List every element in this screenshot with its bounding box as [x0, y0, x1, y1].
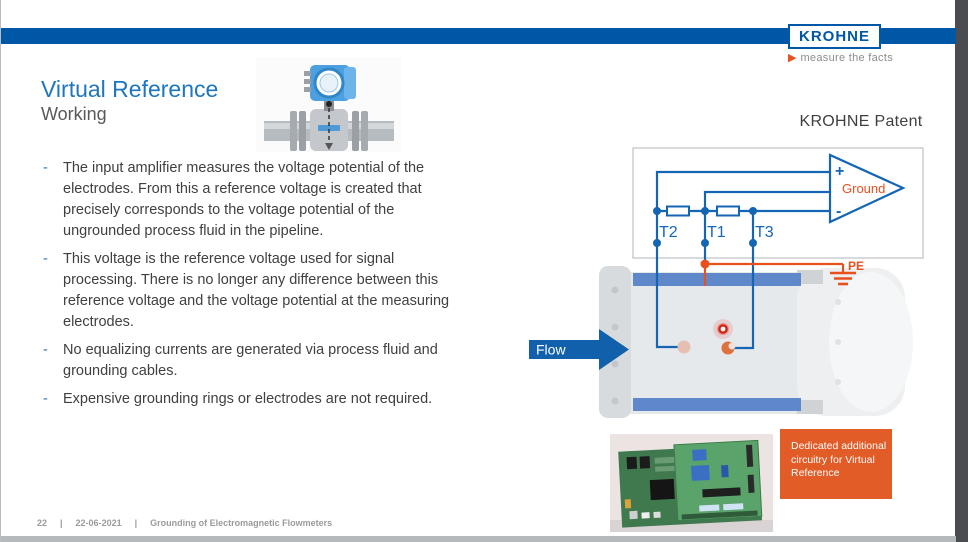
callout-box: Dedicated additional circuitry for Virtu… [780, 429, 892, 499]
reference-glow-dot [713, 319, 733, 339]
bullet-dash: - [43, 391, 48, 407]
bullet-list: - The input amplifier measures the volta… [43, 158, 471, 417]
bullet-text: No equalizing currents are generated via… [63, 342, 438, 379]
footer-separator: | [60, 518, 63, 528]
page-title: Virtual Reference [41, 76, 219, 102]
t1-label: T1 [707, 224, 726, 241]
pe-junction-dot [700, 259, 710, 269]
bullet-text: This voltage is the reference voltage us… [63, 251, 450, 330]
bullet-item: - Expensive grounding rings or electrode… [43, 389, 471, 410]
page-subtitle: Working [41, 104, 107, 124]
bullet-text: The input amplifier measures the voltage… [63, 160, 425, 239]
patent-label: KROHNE Patent [799, 113, 923, 130]
pe-label: PE [848, 259, 864, 273]
coil-band-bottom [633, 398, 801, 411]
resistor [716, 205, 740, 217]
window-edge-bottom [1, 536, 956, 542]
bullet-item: - The input amplifier measures the volta… [43, 158, 471, 242]
bullet-item: - This voltage is the reference voltage … [43, 249, 471, 333]
tagline-arrow-icon: ▶ [788, 51, 797, 64]
circuit-box [632, 147, 924, 259]
coil-band-top [633, 273, 801, 286]
electrode-left [677, 340, 691, 354]
footer: 22 | 22-06-2021 | Grounding of Electroma… [37, 518, 332, 528]
t3-label: T3 [755, 224, 774, 241]
pe-ground-icon [830, 271, 856, 286]
axis-arrow-icon [325, 143, 333, 150]
bullet-dash: - [43, 160, 48, 176]
pipe-illustration [599, 266, 913, 418]
tagline: ▶ measure the facts [788, 52, 893, 64]
footer-date: 22-06-2021 [75, 518, 122, 528]
minus-label: - [836, 203, 841, 220]
pcb-photo [610, 434, 773, 532]
callout-text: Dedicated additional circuitry for Virtu… [791, 440, 887, 479]
circuit-diagram: Flow + - Ground T2 T1 T3 [529, 147, 924, 418]
junction-dots [653, 207, 757, 247]
krohne-logo: KROHNE [788, 24, 881, 49]
footer-separator: | [134, 518, 138, 528]
bullet-dash: - [43, 251, 48, 267]
bullet-dash: - [43, 342, 48, 358]
t2-label: T2 [659, 224, 678, 241]
footer-page-number: 22 [37, 518, 48, 528]
plus-label: + [835, 163, 844, 180]
flow-arrow: Flow [529, 329, 629, 370]
window-edge-right [955, 0, 968, 542]
bullet-text: Expensive grounding rings or electrodes … [63, 391, 433, 407]
flowmeter-photo [256, 57, 401, 152]
footer-doc-title: Grounding of Electromagnetic Flowmeters [150, 518, 333, 528]
amplifier-symbol [828, 153, 906, 224]
flow-label: Flow [536, 342, 566, 358]
resistor [666, 205, 690, 217]
header-bar [1, 28, 956, 44]
tagline-text: measure the facts [800, 52, 893, 64]
bullet-item: - No equalizing currents are generated v… [43, 340, 471, 382]
krohne-logo-text: KROHNE [798, 28, 870, 45]
ground-label: Ground [842, 181, 885, 196]
